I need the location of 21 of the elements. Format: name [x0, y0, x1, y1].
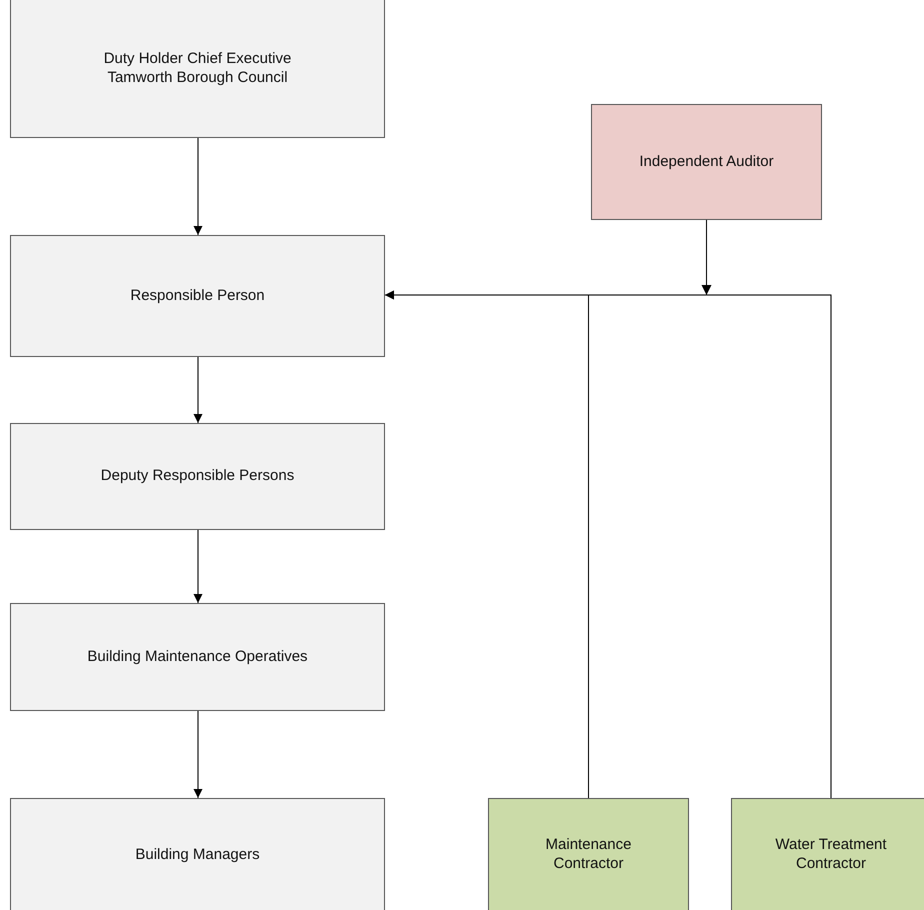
org-box [10, 798, 385, 910]
arrow [194, 356, 202, 424]
role-label: Responsible Person [130, 286, 265, 306]
arrow [194, 710, 202, 798]
org-box [10, 0, 385, 138]
role-label: Maintenance Contractor [544, 836, 632, 874]
org-box [488, 798, 689, 910]
org-box [591, 104, 822, 220]
role-label: Independent Auditor [639, 152, 774, 172]
role-label: Water Treatment Contractor [774, 836, 888, 874]
arrow [194, 138, 202, 236]
role-label: Building Managers [135, 846, 260, 865]
arrow [194, 530, 202, 604]
org-box [10, 235, 385, 357]
org-box [731, 798, 924, 910]
role-label: Deputy Responsible Persons [100, 467, 294, 486]
org-box [10, 603, 385, 711]
role-label: Duty Holder Chief Executive Tamworth Borough Council [102, 50, 292, 88]
arrow [384, 290, 832, 798]
role-label: Building Maintenance Operatives [87, 648, 308, 666]
org-box [10, 423, 385, 530]
